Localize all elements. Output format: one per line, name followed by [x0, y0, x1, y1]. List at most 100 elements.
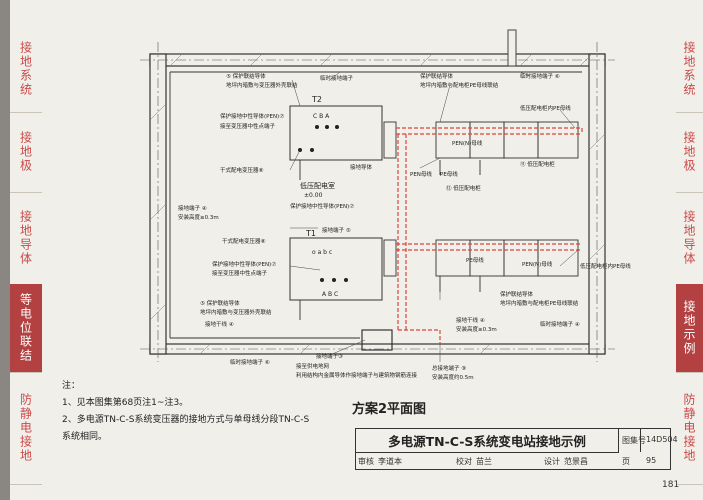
label-a3: 保护联结导体 [420, 72, 454, 80]
label-f3: 接至变压器中性点端子 [212, 269, 268, 277]
note-item: 1、见本图集第68页注1~注3。 [62, 398, 189, 408]
left-tab-1[interactable]: 接地系统 [10, 26, 42, 113]
right-tab-label: 接地极 [682, 131, 696, 173]
ground-conductors [169, 71, 582, 339]
label-b4: ⑪ 低压配电柜 [520, 160, 555, 168]
label-d2: 接地端子 ⑤ [322, 226, 351, 234]
label-h1: ⑤ 保护联结导体 [200, 299, 240, 307]
left-tab-2[interactable]: 接地极 [10, 112, 42, 193]
label-l1: 临时接地端子 ④ [540, 320, 580, 328]
label-f2: 保护接地中性导体(PEN)⑦ [212, 260, 276, 268]
t1-label: T1 [305, 229, 316, 238]
label-a3b: 地坪内暗敷与配电柜PE母线联结 [420, 81, 499, 89]
label-j1: 接地端子③ [316, 352, 343, 360]
checker-name: 苗兰 [476, 457, 492, 466]
label-g3: 低压配电柜内PE母线 [580, 262, 631, 270]
design-label: 设计 [544, 457, 560, 466]
room-name: 低压配电室 [300, 181, 335, 190]
red-cable-routes [396, 127, 583, 344]
transformer-t1 [289, 237, 383, 301]
book-page-number: 181 [662, 480, 680, 490]
label-i4: 安装高度≥0.3m [456, 325, 497, 333]
right-tab-2[interactable]: 接地极 [676, 112, 703, 193]
right-tab-1[interactable]: 接地系统 [676, 26, 703, 113]
leader-lines [289, 71, 579, 362]
label-k2: 安装高度约0.5m [432, 373, 474, 381]
note-item: 系统相同。 [62, 432, 108, 442]
drawing-title: 多电源TN-C-S系统变电站接地示例 [356, 429, 619, 453]
label-b2: 接至变压器中性点端子 [220, 122, 276, 130]
label-b5: PE母线 [440, 170, 458, 178]
left-tab-label: 等电位联结 [18, 293, 33, 363]
label-h3: 接地干线 ④ [205, 320, 234, 328]
right-tab-5[interactable]: 防静电接地 [676, 372, 703, 485]
svg-text:C B A: C B A [313, 113, 330, 120]
label-d1: 保护接地中性导体(PEN)⑦ [290, 202, 354, 210]
notes-block: 注： 1、见本图集第68页注1~注3。 2、多电源TN-C-S系统变压器的接地方… [62, 378, 309, 446]
note-item: 2、多电源TN-C-S系统变压器的接地方式与单母线分段TN-C-S [62, 415, 310, 425]
label-a2: 临时接地端子 [320, 74, 354, 82]
label-k1: 总接地端子 ⑨ [432, 364, 466, 372]
reviewer-name: 李道本 [378, 457, 402, 466]
right-tab-label: 防静电接地 [682, 393, 696, 463]
label-a1b: 地坪内暗敷与变压器外壳联结 [226, 81, 298, 89]
t2-label: T2 [311, 95, 322, 104]
label-h2: 地坪内暗敷与变压器外壳联结 [200, 308, 272, 316]
right-tab-4-active[interactable]: 接地示例 [676, 284, 703, 373]
plan-title: 方案2平面图 [352, 402, 427, 417]
label-f1: 干式配电变压器⑧ [222, 237, 266, 245]
title-block: 多电源TN-C-S系统变电站接地示例 图集号 14D504 审核 李道本 校对 … [355, 428, 678, 470]
svg-text:o a b c: o a b c [312, 249, 332, 256]
label-j3: 利用结构内金属导体作接地端子与建筑物钢筋连接 [296, 371, 418, 379]
label-g1: PEN(N)母线 [522, 260, 553, 268]
label-j2: 接至供电地网 [296, 362, 330, 370]
label-i1: 保护联结导体 [500, 290, 534, 298]
t2-terminals: C B A [298, 113, 339, 152]
left-tab-label: 接地极 [18, 131, 33, 173]
left-tab-label: 防静电接地 [18, 393, 33, 463]
switchgear-row-upper [383, 121, 579, 159]
t1-terminals: o a b c A B C [312, 249, 348, 298]
building-walls [149, 53, 606, 355]
wall-opening [507, 29, 517, 67]
left-tab-5[interactable]: 防静电接地 [10, 372, 42, 485]
book-binding [0, 0, 10, 500]
label-e2: 安装高度≥0.3m [178, 213, 219, 221]
review-label: 审核 [358, 457, 374, 466]
label-c3: PEN母线 [410, 170, 432, 178]
right-tab-label: 接地导体 [682, 210, 696, 266]
transformer-t2 [289, 105, 383, 161]
label-b3: PEN(N)母线 [452, 139, 483, 147]
label-c1: 干式配电变压器⑧ [220, 166, 264, 174]
signature-row: 审核 李道本 校对 苗兰 设计 范景昌 页 95 [356, 452, 670, 469]
left-tab-label: 接地导体 [18, 210, 33, 266]
switchgear-row-lower [383, 239, 579, 277]
cable-pit [361, 329, 393, 351]
label-a4: 临时接地端子 ⑥ [520, 72, 560, 80]
label-c2: 接地导体 [350, 163, 373, 171]
left-tab-label: 接地系统 [18, 41, 33, 97]
atlas-number: 14D504 [646, 435, 678, 444]
label-i3: 接地干线 ④ [456, 316, 485, 324]
label-a5: 低压配电柜内PE母线 [520, 104, 571, 112]
notes-heading: 注： [62, 381, 81, 391]
left-tab-4-active[interactable]: 等电位联结 [10, 284, 42, 373]
room-elevation: ±0.00 [304, 192, 323, 199]
label-h4: 临时接地端子 ⑥ [230, 358, 270, 366]
page-label: 页 [622, 457, 630, 466]
designer-name: 范景昌 [564, 457, 588, 466]
atlas-label: 图集号 [622, 436, 646, 445]
label-c4: ⑫ 低压配电柜 [446, 184, 481, 192]
check-label: 校对 [456, 457, 472, 466]
axis-lines [140, 42, 615, 362]
plan-annotations: ⑤ 保护联结导体 地坪内暗敷与变压器外壳联结 临时接地端子 保护联结导体 地坪内… [178, 72, 631, 381]
sheet-page-number: 95 [646, 456, 657, 465]
label-b1: 保护接地中性导体(PEN)⑦ [220, 112, 284, 120]
label-e1: 接地端子 ④ [178, 204, 207, 212]
label-g2: PE母线 [466, 256, 484, 264]
label-a1: ⑤ 保护联结导体 [226, 72, 266, 80]
wall-hatching [149, 53, 606, 355]
right-tab-label: 接地示例 [682, 300, 696, 356]
